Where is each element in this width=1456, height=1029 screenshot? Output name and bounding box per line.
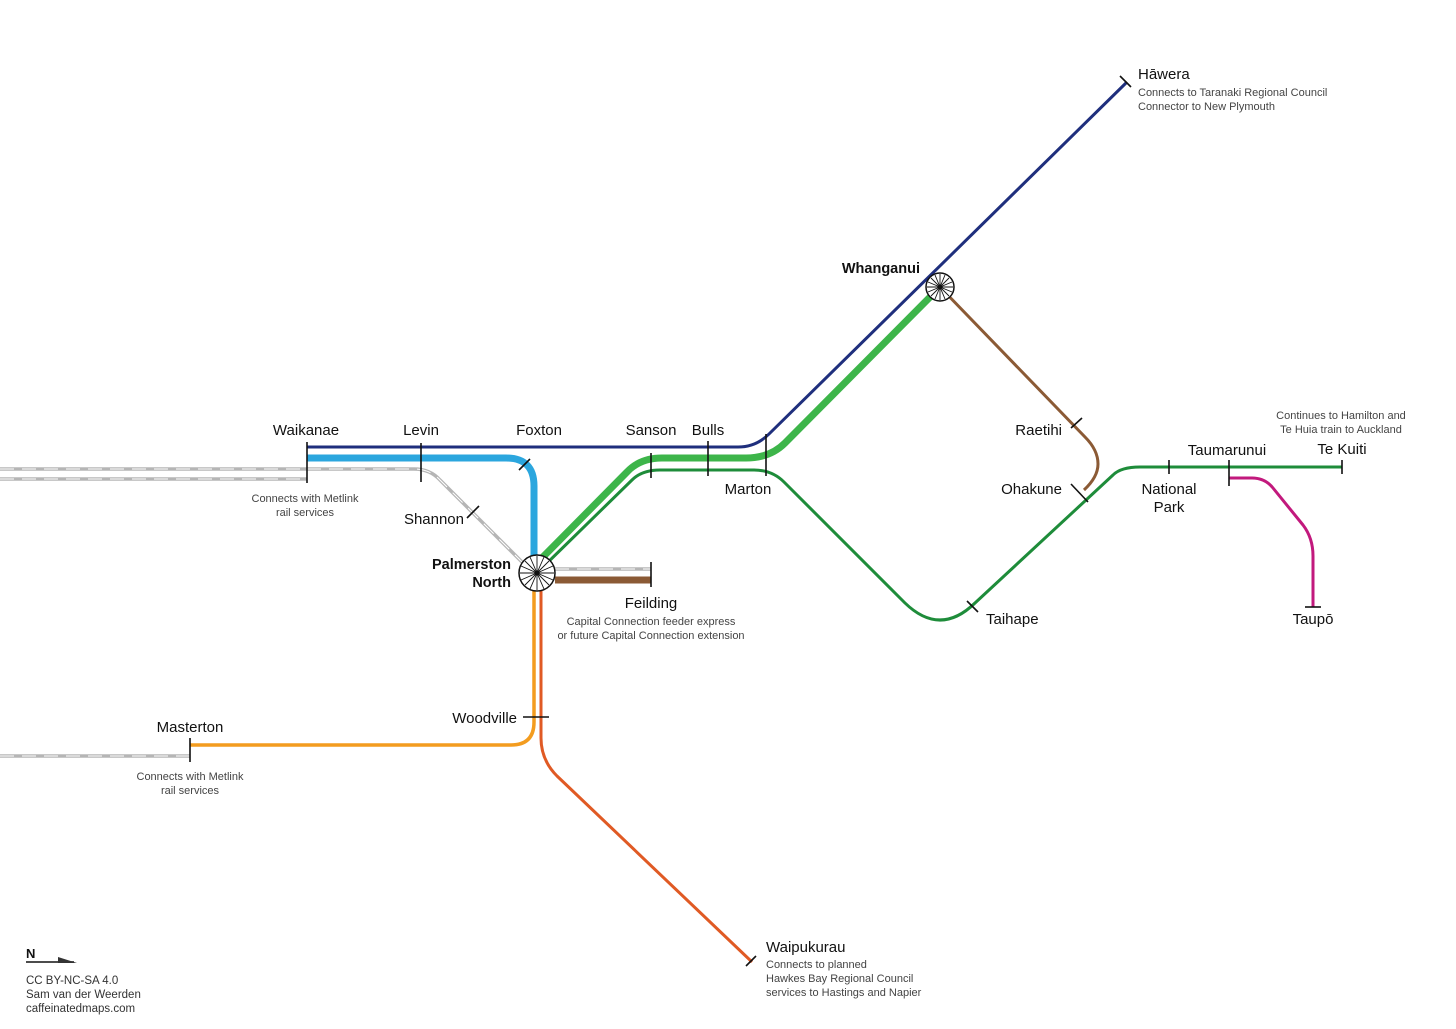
- note-waikanae-2: rail services: [276, 507, 335, 519]
- note-tekuiti-1: Continues to Hamilton and: [1276, 410, 1406, 422]
- line-palmerston-whanganui: [533, 284, 943, 567]
- station-label-hawera: Hāwera: [1138, 66, 1190, 83]
- station-label-sanson: Sanson: [626, 422, 677, 439]
- station-label-taumarunui: Taumarunui: [1188, 442, 1266, 459]
- station-label-waikanae: Waikanae: [273, 422, 339, 439]
- line-waikanae-hawera: [307, 80, 1129, 449]
- station-label-marton: Marton: [725, 481, 772, 498]
- station-label-national-park-1: National: [1141, 481, 1196, 498]
- note-waipukurau-2: Hawkes Bay Regional Council: [766, 973, 913, 985]
- station-label-whanganui: Whanganui: [842, 261, 920, 277]
- line-taumarunui-taupo: [1229, 476, 1315, 607]
- station-label-ohakune: Ohakune: [1001, 481, 1062, 498]
- note-hawera-2: Connector to New Plymouth: [1138, 101, 1275, 113]
- note-waipukurau-3: services to Hastings and Napier: [766, 987, 922, 999]
- license-text: CC BY-NC-SA 4.0: [26, 975, 118, 987]
- note-waipukurau-1: Connects to planned: [766, 959, 867, 971]
- station-label-feilding: Feilding: [625, 595, 678, 612]
- website-text: caffeinatedmaps.com: [26, 1003, 135, 1015]
- palmerston-north-hub-icon: [518, 554, 556, 592]
- note-waikanae-1: Connects with Metlink: [252, 493, 359, 505]
- line-whanganui-ohakune: [938, 285, 1100, 492]
- note-tekuiti-2: Te Huia train to Auckland: [1280, 424, 1402, 436]
- note-masterton-2: rail services: [161, 785, 220, 797]
- station-label-palmerston-north-1: Palmerston: [432, 557, 511, 573]
- station-label-taihape: Taihape: [986, 611, 1039, 628]
- station-label-shannon: Shannon: [404, 511, 464, 528]
- station-label-levin: Levin: [403, 422, 439, 439]
- station-label-masterton: Masterton: [157, 719, 224, 736]
- station-label-national-park-2: Park: [1154, 499, 1185, 516]
- rail-waikanae-palmerston: [307, 467, 532, 572]
- station-label-foxton: Foxton: [516, 422, 562, 439]
- note-hawera-1: Connects to Taranaki Regional Council: [1138, 87, 1327, 99]
- station-label-raetihi: Raetihi: [1015, 422, 1062, 439]
- metlink-rail-kapiti: [0, 467, 307, 481]
- north-label: N: [26, 946, 35, 961]
- whanganui-hub-icon: [925, 272, 955, 302]
- line-palmerston-masterton: [190, 583, 536, 747]
- station-label-taupo: Taupō: [1293, 611, 1334, 628]
- line-palmerston-waipukurau: [539, 583, 754, 964]
- station-label-palmerston-north-2: North: [472, 575, 511, 591]
- station-label-woodville: Woodville: [452, 710, 517, 727]
- station-label-te-kuiti: Te Kuiti: [1317, 441, 1366, 458]
- note-feilding-2: or future Capital Connection extension: [557, 630, 744, 642]
- station-label-waipukurau: Waipukurau: [766, 939, 845, 956]
- north-arrow-icon: [26, 957, 77, 963]
- station-ticks: [189, 75, 1343, 967]
- line-waikanae-palmerston: [307, 454, 538, 558]
- note-masterton-1: Connects with Metlink: [137, 771, 244, 783]
- note-feilding-1: Capital Connection feeder express: [567, 616, 736, 628]
- station-label-bulls: Bulls: [692, 422, 725, 439]
- author-text: Sam van der Weerden: [26, 989, 141, 1001]
